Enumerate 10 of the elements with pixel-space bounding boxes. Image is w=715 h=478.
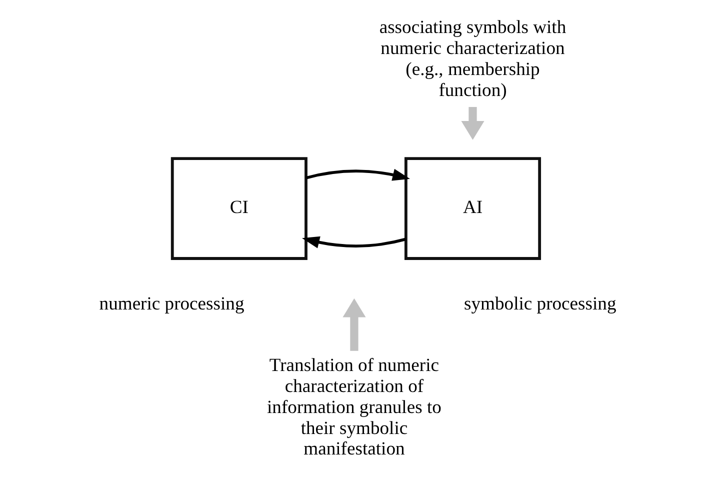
node-text: Translation of numeric characterization of information granules to their symbolic manifestation — [266, 354, 441, 460]
node-label: numeric processing — [98, 292, 244, 314]
arrow — [301, 236, 406, 248]
node-label: symbolic processing — [464, 292, 616, 314]
arrow — [342, 298, 366, 350]
arrow — [460, 106, 484, 140]
node-text: associating symbols with numeric characterization (e.g., membership function) — [378, 16, 566, 100]
node-box: CI — [170, 156, 307, 260]
arrow — [305, 168, 410, 180]
node-box: AI — [404, 156, 541, 260]
